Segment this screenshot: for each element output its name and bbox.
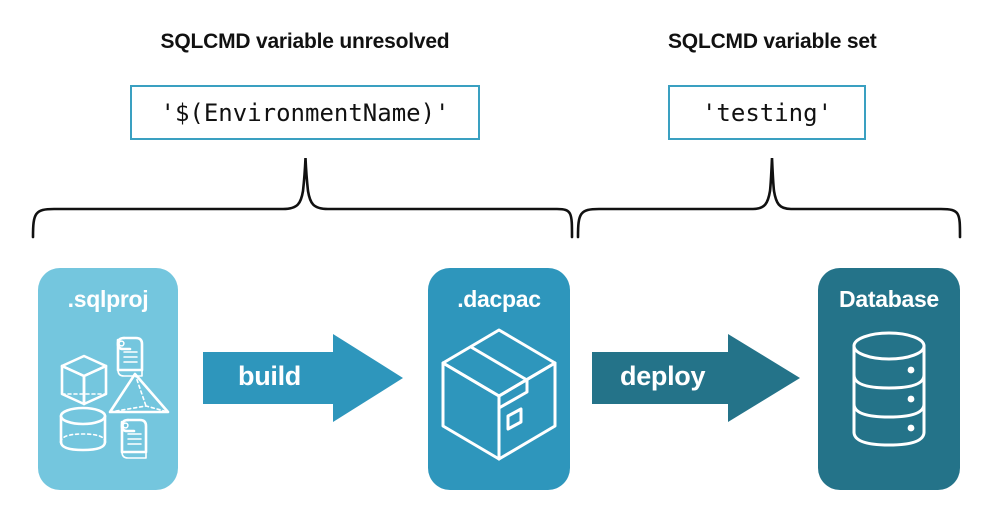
annotation-heading-unresolved: SQLCMD variable unresolved <box>160 30 450 53</box>
database-cylinder-icon <box>852 331 926 447</box>
stage-dacpac-artwork <box>428 318 570 473</box>
stage-database[interactable]: Database <box>818 268 960 490</box>
annotation-heading-set: SQLCMD variable set <box>668 30 877 53</box>
arrow-build-label: build <box>238 361 301 391</box>
stage-sqlproj-artwork <box>38 318 178 468</box>
cube-icon <box>60 354 108 406</box>
stage-dacpac-label: .dacpac <box>457 286 541 312</box>
brace-set <box>576 157 962 239</box>
scroll-icon <box>120 418 148 459</box>
arrow-deploy-label: deploy <box>620 361 706 391</box>
stage-sqlproj[interactable]: .sqlproj <box>38 268 178 490</box>
scroll-icon <box>116 336 144 377</box>
pyramid-icon <box>108 372 170 414</box>
stage-sqlproj-label: .sqlproj <box>67 286 149 312</box>
stage-dacpac[interactable]: .dacpac <box>428 268 570 490</box>
stage-database-artwork <box>818 318 960 473</box>
arrow-build <box>203 334 403 422</box>
brace-unresolved <box>31 157 574 239</box>
package-box-icon <box>441 328 557 461</box>
arrow-deploy <box>592 334 800 422</box>
cylinder-icon <box>59 406 107 452</box>
stage-database-label: Database <box>839 286 939 312</box>
code-box-set-value: 'testing' <box>668 85 866 140</box>
code-box-unresolved-value: '$(EnvironmentName)' <box>130 85 480 140</box>
